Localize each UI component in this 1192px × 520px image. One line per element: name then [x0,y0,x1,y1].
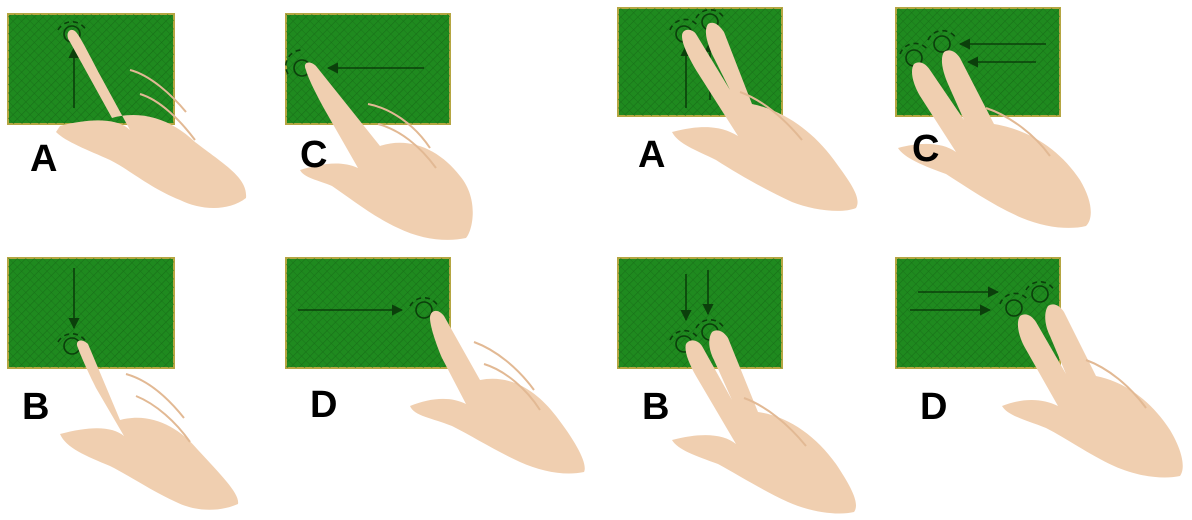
gesture-panel-d-two-finger: D [890,250,1192,520]
panel-label: B [642,388,669,426]
gesture-illustration [0,0,290,260]
panel-label: A [638,136,665,174]
panel-label: B [22,388,49,426]
gesture-panel-a-one-finger: A [0,0,290,260]
pointing-hand-icon [410,311,585,474]
gesture-panel-c-one-finger: C [280,0,580,260]
gesture-panel-c-two-finger: C [890,0,1192,260]
pointing-hand-icon [1002,304,1183,477]
panel-label: D [920,388,947,426]
gesture-illustration [612,0,902,260]
gesture-panel-a-two-finger: A [612,0,902,260]
gesture-panel-b-one-finger: B [0,250,290,520]
gesture-illustration [280,0,580,260]
panel-label: D [310,386,337,424]
gesture-panel-b-two-finger: B [612,250,902,520]
gesture-illustration [890,250,1192,520]
gesture-illustration [612,250,902,520]
panel-label: C [300,136,327,174]
panel-label: C [912,130,939,168]
gesture-panel-d-one-finger: D [280,250,590,520]
panel-label: A [30,140,57,178]
gesture-illustration [0,250,290,520]
